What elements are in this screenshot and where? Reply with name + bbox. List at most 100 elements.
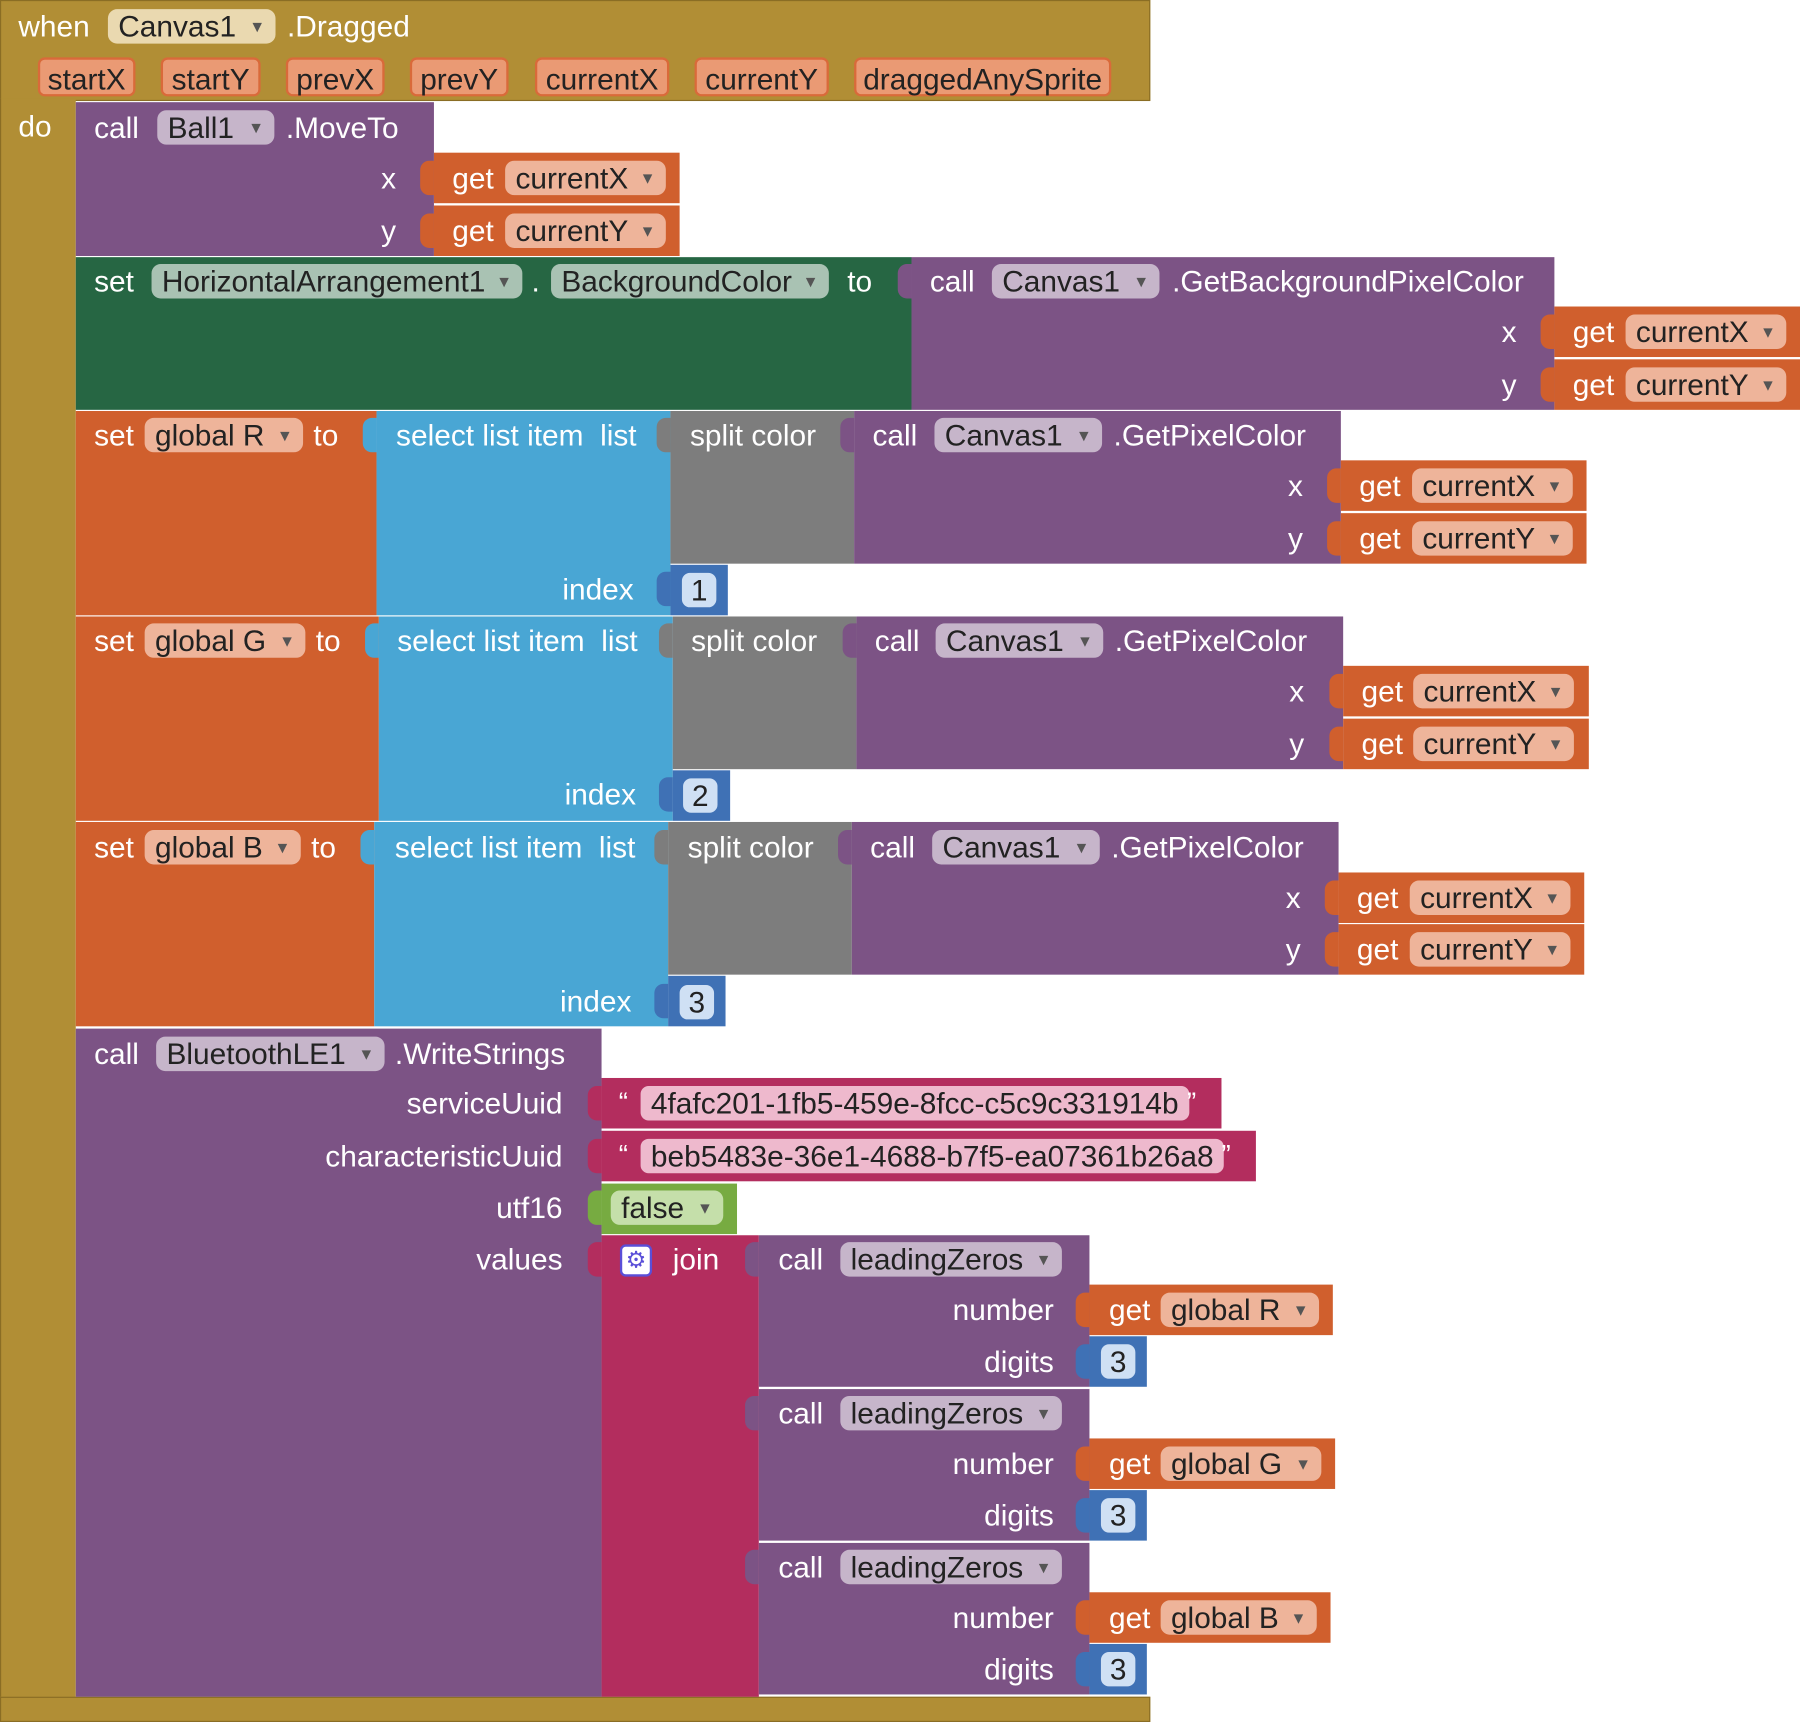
chevron-down-icon: ▼ <box>639 221 656 240</box>
chevron-down-icon: ▼ <box>1292 1300 1309 1320</box>
do-label: do <box>18 109 52 144</box>
to-label: to <box>313 417 339 453</box>
param-startX[interactable]: startX <box>37 57 136 97</box>
property-dropdown[interactable]: BackgroundColor ▼ <box>551 264 829 299</box>
input-socket <box>362 417 377 453</box>
global-var-dropdown[interactable]: global R ▼ <box>144 417 304 453</box>
input-socket <box>658 623 673 658</box>
global-var-dropdown[interactable]: global B ▼ <box>144 830 301 865</box>
var-dropdown[interactable]: global B ▼ <box>1160 1600 1317 1635</box>
select-list-item-label: select list item list <box>394 830 636 865</box>
select-list-item-block[interactable] <box>376 410 671 616</box>
param-currentX[interactable]: currentX <box>534 57 670 97</box>
y-label: y <box>1289 726 1305 762</box>
param-currentY[interactable]: currentY <box>694 57 829 97</box>
chevron-down-icon: ▼ <box>1547 734 1564 754</box>
chevron-down-icon: ▼ <box>1075 425 1092 445</box>
y-label: y <box>1501 367 1517 402</box>
digits-value[interactable]: 3 <box>1100 1344 1136 1379</box>
digits-value[interactable]: 3 <box>1100 1498 1136 1533</box>
procedure-label: leadingZeros <box>850 1395 1024 1431</box>
index-value[interactable]: 3 <box>679 984 715 1020</box>
canvas-dropdown[interactable]: Canvas1 ▼ <box>991 264 1160 299</box>
chevron-down-icon: ▼ <box>1295 1454 1312 1473</box>
chevron-down-icon: ▼ <box>1035 1557 1052 1577</box>
arrangement-dropdown[interactable]: HorizontalArrangement1 ▼ <box>151 264 523 299</box>
var-dropdown[interactable]: currentX ▼ <box>505 160 666 196</box>
split-color-block[interactable] <box>668 821 852 975</box>
var-dropdown[interactable]: currentY ▼ <box>1412 521 1573 556</box>
y-label: y <box>1288 521 1303 556</box>
input-socket <box>838 830 852 865</box>
chevron-down-icon: ▼ <box>639 168 656 188</box>
canvas-label: Canvas1 <box>945 623 1064 658</box>
canvas-dropdown[interactable]: Canvas1 ▼ <box>935 623 1104 658</box>
service-uuid-value[interactable]: 4fafc201-1fb5-459e-8fcc-c5c9c331914b <box>640 1086 1189 1121</box>
procedure-dropdown[interactable]: leadingZeros ▼ <box>840 1242 1062 1277</box>
var-dropdown[interactable]: currentX ▼ <box>1412 468 1573 503</box>
var-dropdown[interactable]: global R ▼ <box>1160 1292 1320 1328</box>
chevron-down-icon: ▼ <box>249 17 266 36</box>
digits-label: digits <box>984 1651 1054 1687</box>
input-socket <box>1075 1651 1090 1687</box>
call-label: call <box>94 1036 139 1072</box>
chevron-down-icon: ▼ <box>274 838 291 857</box>
event-name: .Dragged <box>287 9 410 44</box>
gear-icon[interactable]: ⚙ <box>619 1244 653 1277</box>
set-label: set <box>94 830 134 865</box>
get-label: get <box>452 160 494 196</box>
get-label: get <box>1572 314 1615 349</box>
param-prevX[interactable]: prevX <box>285 57 385 97</box>
ble-component-dropdown[interactable]: BluetoothLE1 ▼ <box>156 1036 385 1072</box>
when-label: when <box>18 9 90 44</box>
var-dropdown[interactable]: currentX ▼ <box>1409 880 1571 915</box>
input-socket <box>897 264 912 299</box>
input-socket <box>840 417 855 453</box>
var-dropdown[interactable]: currentX ▼ <box>1413 673 1574 709</box>
index-value[interactable]: 1 <box>681 572 717 608</box>
var-dropdown[interactable]: currentY ▼ <box>1625 367 1787 402</box>
call-label: call <box>94 110 139 145</box>
procedure-dropdown[interactable]: leadingZeros ▼ <box>840 1395 1062 1431</box>
get-label: get <box>1356 880 1399 915</box>
number-label: number <box>952 1446 1054 1481</box>
chevron-down-icon: ▼ <box>1133 272 1150 291</box>
global-var-dropdown[interactable]: global G ▼ <box>144 623 306 658</box>
global-var-label: global B <box>154 830 263 865</box>
call-label: call <box>872 417 918 453</box>
join-block[interactable] <box>601 1235 759 1697</box>
digits-label: digits <box>984 1498 1054 1533</box>
split-color-block[interactable] <box>672 616 857 770</box>
get-label: get <box>1572 367 1615 402</box>
ble-writestrings-block[interactable] <box>75 1028 602 1697</box>
procedure-label: leadingZeros <box>850 1242 1024 1277</box>
var-dropdown[interactable]: currentY ▼ <box>505 213 666 248</box>
select-list-item-block[interactable] <box>378 616 673 821</box>
boolean-dropdown[interactable]: false ▼ <box>610 1190 724 1225</box>
select-list-item-label: select list item list <box>397 623 638 658</box>
split-color-block[interactable] <box>670 410 855 564</box>
param-prevY[interactable]: prevY <box>409 57 509 97</box>
input-socket <box>1324 880 1339 915</box>
canvas-dropdown[interactable]: Canvas1 ▼ <box>934 417 1103 453</box>
input-socket <box>1329 726 1344 762</box>
param-draggedAnySprite[interactable]: draggedAnySprite <box>854 57 1112 97</box>
var-dropdown[interactable]: global G ▼ <box>1160 1446 1322 1481</box>
event-component-dropdown[interactable]: Canvas1 ▼ <box>107 9 276 44</box>
canvas-dropdown[interactable]: Canvas1 ▼ <box>932 830 1100 865</box>
var-label: currentX <box>1635 314 1749 349</box>
var-dropdown[interactable]: currentY ▼ <box>1413 726 1574 762</box>
event-block-footer <box>0 1696 1151 1722</box>
param-startY[interactable]: startY <box>160 57 261 97</box>
index-value[interactable]: 2 <box>683 778 718 813</box>
procedure-dropdown[interactable]: leadingZeros ▼ <box>840 1549 1062 1585</box>
select-list-item-block[interactable] <box>374 821 669 1027</box>
chevron-down-icon: ▼ <box>1544 940 1561 959</box>
characteristic-uuid-value[interactable]: beb5483e-36e1-4688-b7f5-ea07361b26a8 <box>640 1138 1224 1174</box>
digits-value[interactable]: 3 <box>1100 1651 1136 1687</box>
var-dropdown[interactable]: currentY ▼ <box>1409 932 1571 967</box>
pixel-method: .GetPixelColor <box>1111 830 1304 865</box>
ball-component-dropdown[interactable]: Ball1 ▼ <box>157 110 275 145</box>
var-dropdown[interactable]: currentX ▼ <box>1625 314 1787 349</box>
